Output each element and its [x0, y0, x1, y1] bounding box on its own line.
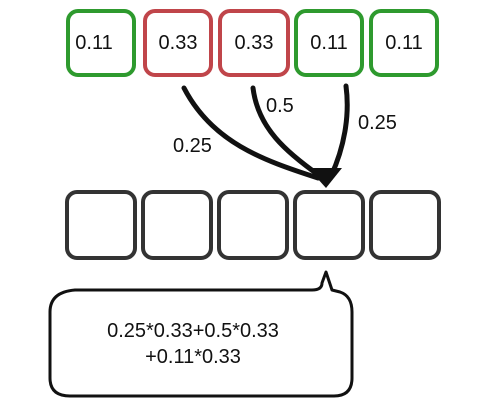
- source-cell-2-value: 0.33: [158, 31, 198, 54]
- speech-bubble: [48, 270, 354, 398]
- output-cell-3: [217, 190, 289, 260]
- callout-line-1: 0.25*0.33+0.5*0.33: [107, 320, 279, 342]
- output-cell-5: [369, 190, 441, 260]
- weight-label-middle: 0.5: [266, 95, 294, 117]
- output-cell-2: [141, 190, 213, 260]
- callout-text: 0.25*0.33+0.5*0.33 +0.11*0.33: [58, 318, 328, 370]
- weight-label-right: 0.25: [358, 112, 397, 134]
- source-cell-3: 0.33: [218, 9, 290, 77]
- output-cell-1: [65, 190, 137, 260]
- source-cell-3-value: 0.33: [234, 31, 274, 54]
- arrow-right: [328, 83, 350, 179]
- source-cell-5: 0.11: [369, 9, 439, 77]
- source-cell-1-value: 0.11: [75, 31, 113, 54]
- output-cell-4: [293, 190, 365, 260]
- source-cell-2: 0.33: [143, 9, 213, 77]
- arrow-head: [308, 168, 342, 188]
- source-cell-5-value: 0.11: [385, 31, 423, 54]
- arrow-left: [181, 85, 321, 181]
- source-cell-4: 0.11: [294, 9, 364, 77]
- source-cell-4-value: 0.11: [310, 31, 348, 54]
- weight-label-left: 0.25: [173, 135, 212, 157]
- callout-line-2: +0.11*0.33: [145, 346, 241, 368]
- source-cell-1: 0.11: [66, 9, 136, 77]
